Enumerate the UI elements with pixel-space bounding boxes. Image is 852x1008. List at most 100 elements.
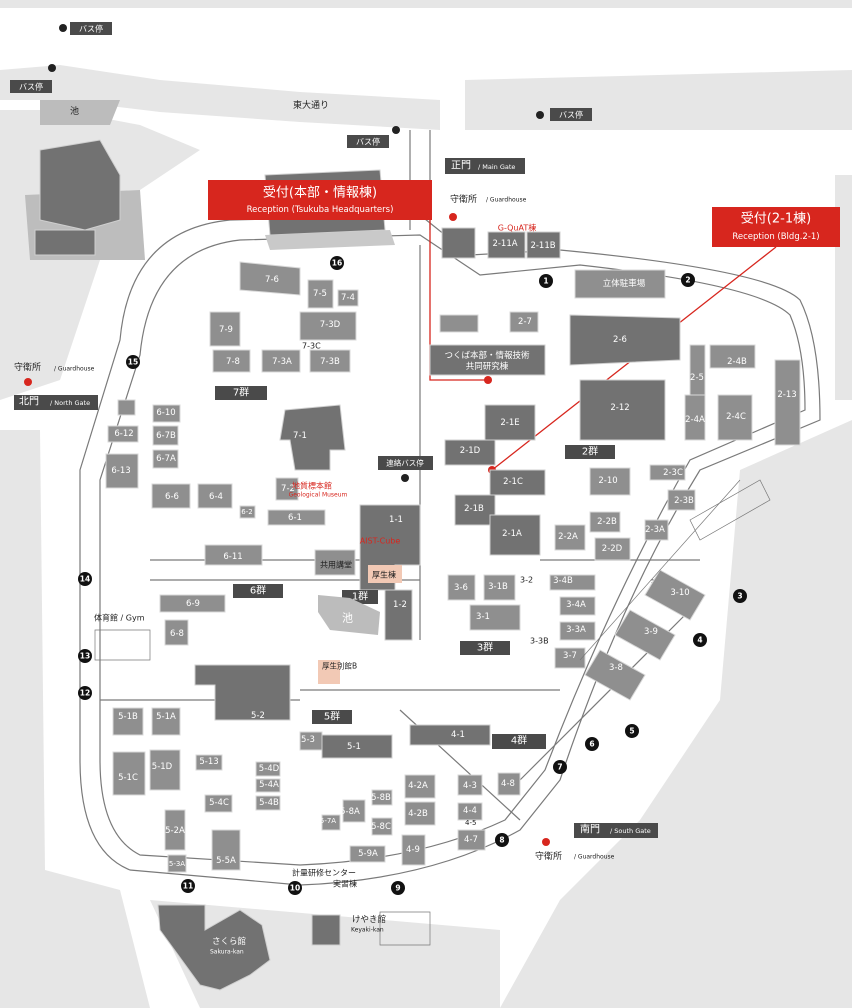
bus-stop-right: バス停 [536, 108, 592, 121]
svg-text:/ Guardhouse: / Guardhouse [486, 197, 527, 204]
svg-text:3-1B: 3-1B [488, 582, 508, 592]
svg-text:3-10: 3-10 [670, 588, 689, 598]
svg-text:/ South Gate: / South Gate [610, 827, 651, 835]
svg-text:厚生別館B: 厚生別館B [322, 661, 357, 671]
gate-marker-2: 2 [681, 273, 695, 287]
svg-text:7-8: 7-8 [226, 357, 240, 367]
svg-text:2-1C: 2-1C [503, 477, 523, 487]
svg-text:共用講堂: 共用講堂 [320, 560, 352, 570]
svg-text:5-2: 5-2 [251, 711, 265, 721]
svg-text:2-13: 2-13 [777, 390, 796, 400]
svg-text:8: 8 [499, 836, 504, 845]
svg-text:Keyaki-kan: Keyaki-kan [351, 927, 384, 934]
svg-text:2-7: 2-7 [518, 317, 532, 327]
svg-text:1群: 1群 [352, 590, 368, 603]
gate-marker-9: 9 [391, 881, 405, 895]
gate-marker-1: 1 [539, 274, 553, 288]
svg-text:5-2A: 5-2A [165, 826, 185, 836]
svg-text:6-9: 6-9 [186, 599, 200, 609]
svg-text:守衛所: 守衛所 [14, 361, 41, 373]
svg-text:6-2: 6-2 [241, 508, 252, 516]
svg-text:5-1A: 5-1A [156, 712, 176, 722]
gate-marker-3: 3 [733, 589, 747, 603]
svg-text:7-3B: 7-3B [320, 357, 340, 367]
svg-text:5-8B: 5-8B [371, 793, 391, 803]
svg-text:16: 16 [332, 259, 342, 268]
group-3-buildings: 3-6 3-1B 3-2 3-4B 3-4A 3-1 3-3A 3-3B 3群 … [447, 479, 771, 701]
gate-marker-7: 7 [553, 760, 567, 774]
svg-text:受付(2-1棟): 受付(2-1棟) [741, 212, 811, 227]
keyaki-sakura: けやき館 Keyaki-kan さくら館 Sakura-kan [157, 904, 431, 991]
svg-text:2-4C: 2-4C [726, 412, 746, 422]
svg-text:5-8C: 5-8C [371, 822, 391, 832]
svg-text:5-1B: 5-1B [118, 712, 138, 722]
svg-text:/ North Gate: / North Gate [50, 399, 90, 407]
svg-text:4-1: 4-1 [451, 730, 465, 740]
svg-text:Reception (Tsukuba Headquarter: Reception (Tsukuba Headquarters) [247, 205, 394, 215]
svg-text:1: 1 [543, 277, 548, 286]
svg-text:/ Guardhouse: / Guardhouse [574, 854, 615, 861]
svg-text:4-2B: 4-2B [408, 809, 428, 819]
road-name-label: 東大通り [293, 99, 329, 111]
gate-marker-13: 13 [78, 649, 92, 663]
svg-text:6-7A: 6-7A [156, 454, 176, 464]
svg-text:共同研究棟: 共同研究棟 [466, 361, 509, 372]
svg-text:4群: 4群 [511, 734, 527, 747]
svg-text:2-4A: 2-4A [685, 415, 705, 425]
svg-text:7-2: 7-2 [281, 484, 295, 494]
svg-text:6: 6 [589, 740, 594, 749]
aist-cube-label: AIST-Cube [360, 537, 401, 546]
group-7-buildings: 7-6 7-5 7-4 7-9 7-3D 7-3C 7-8 7-3A 7-3B … [209, 261, 359, 526]
gate-marker-12: 12 [78, 686, 92, 700]
svg-text:6-10: 6-10 [156, 408, 175, 418]
svg-text:3-3A: 3-3A [566, 625, 586, 635]
svg-text:2-11B: 2-11B [530, 241, 555, 251]
svg-text:6-8: 6-8 [170, 629, 184, 639]
svg-text:バス停: バス停 [559, 110, 583, 120]
svg-text:5-4B: 5-4B [259, 798, 279, 808]
svg-text:2-4B: 2-4B [727, 357, 747, 367]
svg-text:4-8: 4-8 [501, 779, 515, 789]
svg-text:5-4D: 5-4D [259, 764, 280, 774]
svg-text:2-2A: 2-2A [558, 532, 578, 542]
svg-text:立体駐車場: 立体駐車場 [603, 278, 646, 289]
bus-stop-top: バス停 [59, 22, 112, 35]
svg-text:2-1A: 2-1A [502, 529, 522, 539]
svg-text:7-9: 7-9 [219, 325, 233, 335]
svg-text:1-1: 1-1 [389, 515, 403, 525]
svg-text:3-3B: 3-3B [530, 637, 549, 646]
north-gate: 守衛所 / Guardhouse 北門 / North Gate [14, 361, 98, 410]
svg-text:守衛所: 守衛所 [535, 850, 562, 862]
svg-text:7-6: 7-6 [265, 275, 279, 285]
svg-text:14: 14 [80, 575, 90, 584]
svg-text:4-5: 4-5 [465, 819, 476, 827]
svg-text:計量研修センター: 計量研修センター [292, 868, 356, 878]
svg-text:5-7A: 5-7A [320, 817, 336, 825]
svg-text:5-13: 5-13 [199, 757, 218, 767]
gate-markers: 1 2 3 4 5 6 7 8 9 10 11 12 13 14 15 16 [78, 256, 747, 895]
svg-text:つくば本部・情報技術: つくば本部・情報技術 [444, 350, 530, 361]
svg-text:/ Main Gate: / Main Gate [478, 163, 515, 171]
svg-text:2-3A: 2-3A [645, 525, 665, 535]
svg-text:3群: 3群 [477, 641, 493, 654]
gate-marker-4: 4 [693, 633, 707, 647]
svg-text:10: 10 [290, 884, 300, 893]
svg-text:6-4: 6-4 [209, 492, 223, 502]
svg-text:2: 2 [685, 276, 690, 285]
svg-text:5-5A: 5-5A [216, 856, 236, 866]
gate-marker-14: 14 [78, 572, 92, 586]
svg-text:2-1E: 2-1E [500, 418, 519, 428]
bus-stop-mid: バス停 [347, 126, 400, 148]
svg-text:7-3C: 7-3C [302, 342, 321, 351]
gate-marker-15: 15 [126, 355, 140, 369]
svg-text:5-4A: 5-4A [259, 780, 279, 790]
svg-text:12: 12 [80, 689, 90, 698]
svg-text:15: 15 [128, 358, 138, 367]
svg-text:3-4B: 3-4B [553, 576, 573, 586]
svg-text:6群: 6群 [250, 584, 266, 597]
svg-text:7群: 7群 [233, 386, 249, 399]
svg-text:4-3: 4-3 [463, 781, 477, 791]
svg-text:正門: 正門 [451, 160, 471, 172]
group-1-buildings: 1-1 AIST-Cube 共用講堂 厚生棟 1群 池 1-2 厚生別館B [314, 504, 421, 684]
